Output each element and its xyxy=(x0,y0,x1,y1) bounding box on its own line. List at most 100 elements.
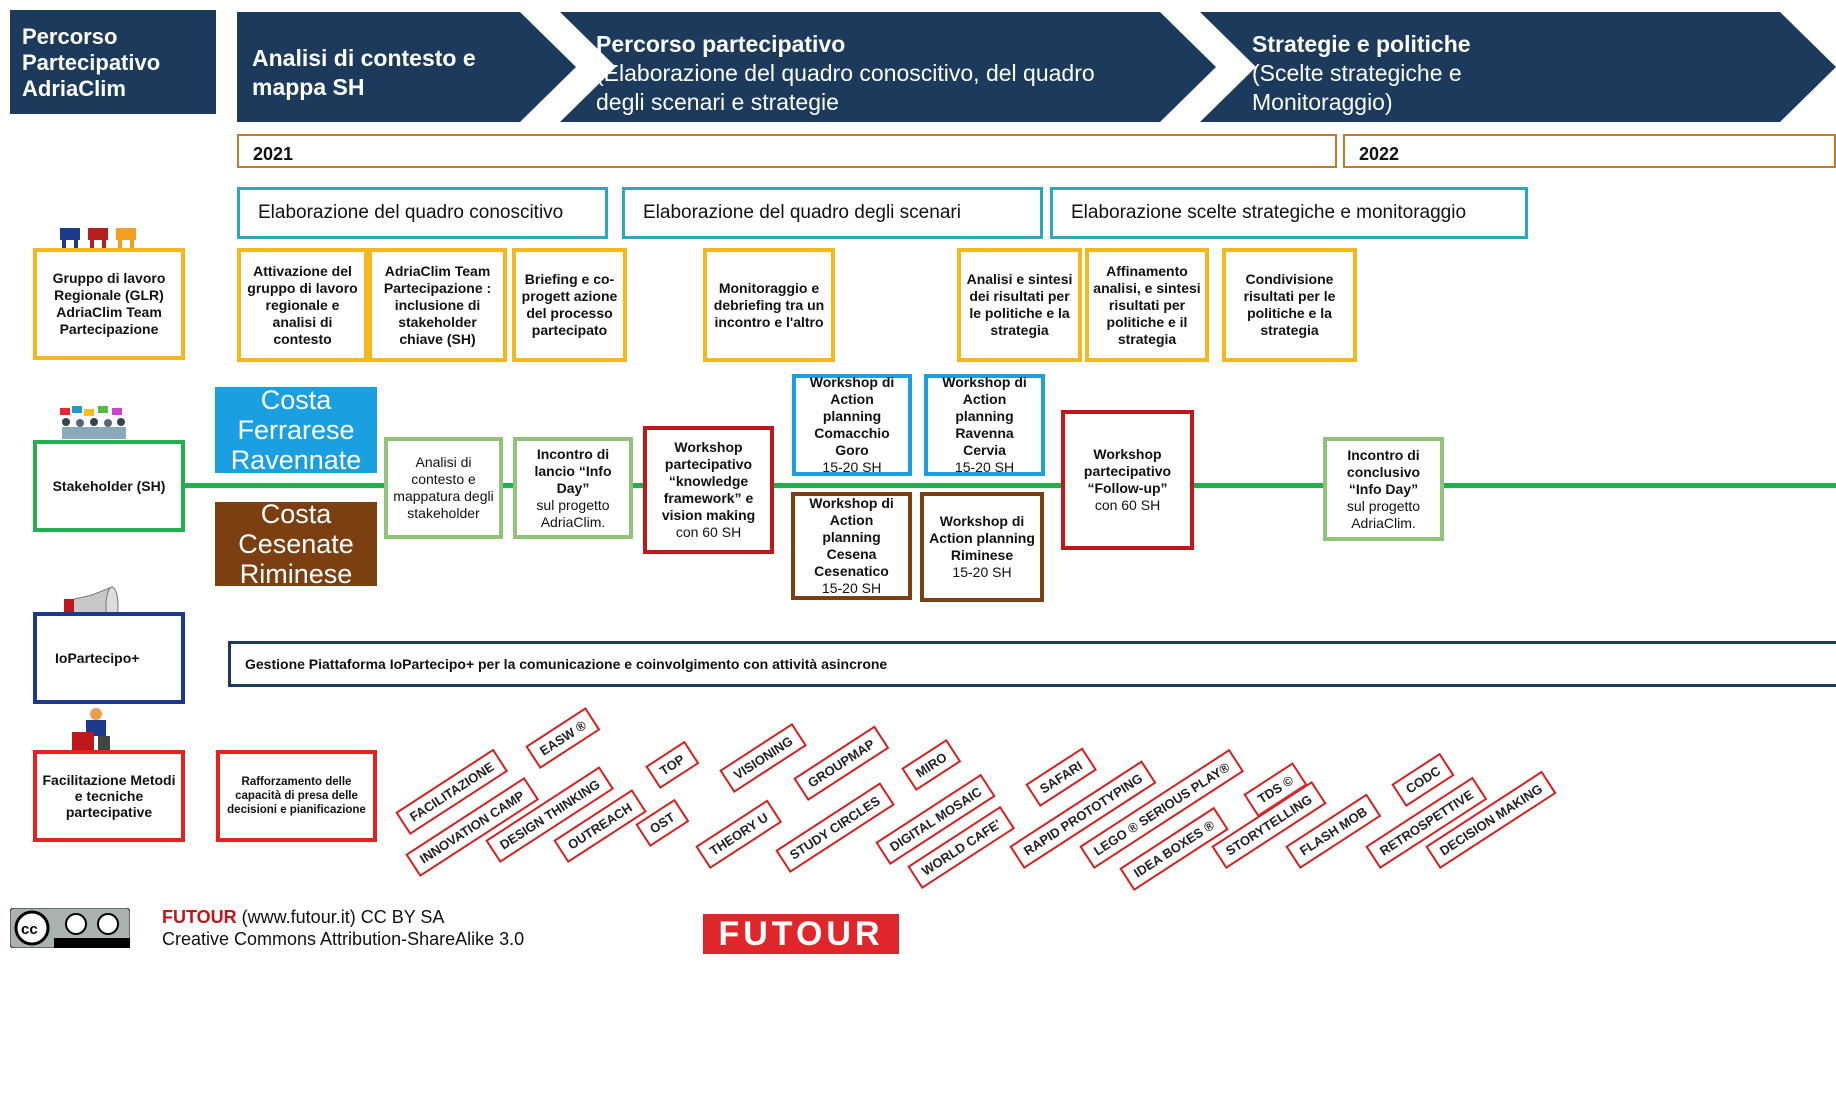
arrow-strategie xyxy=(1200,12,1836,122)
glr-step-6-text: Affinamento analisi, e sintesi risultati… xyxy=(1093,262,1201,347)
header-percorso-title: Percorso partecipativo xyxy=(596,31,846,57)
chairs-icon xyxy=(60,228,136,250)
sh-ws-rimini-note: 15-20 SH xyxy=(952,564,1012,580)
glr-step-1: Attivazione del gruppo di lavoro regiona… xyxy=(237,248,368,362)
header-percorso-subtitle: (Elaborazione del quadro conoscitivo, de… xyxy=(596,60,1095,115)
sh-timeline-end xyxy=(1440,483,1836,488)
sh-analisi-text: Analisi di contesto e mappatura degli st… xyxy=(393,454,494,521)
facilitator-icon xyxy=(72,708,110,750)
sh-ws-ravenna-note: 15-20 SH xyxy=(954,459,1015,475)
sh-ws-knowledge: Workshop partecipativo “knowledge framew… xyxy=(643,426,774,554)
sh-conclusivo: Incontro di conclusivo “Info Day” sul pr… xyxy=(1323,437,1444,541)
footer-license: (www.futour.it) CC BY SA xyxy=(236,907,445,927)
arrow-percorso xyxy=(560,12,1216,122)
sh-ws-cesena-note: 15-20 SH xyxy=(821,580,882,596)
header-strategie-title: Strategie e politiche xyxy=(1252,31,1471,57)
fac-box-text: Rafforzamento delle capacità di presa de… xyxy=(227,776,366,816)
header-analisi: Analisi di contesto e mappa SH xyxy=(252,44,512,102)
iop-bar-text: Gestione Piattaforma IoPartecipo+ per la… xyxy=(245,656,888,672)
sh-ws-rimini: Workshop di Action planning Riminese 15-… xyxy=(920,492,1044,602)
tag-miro: MIRO xyxy=(901,738,962,791)
row-glr-label: Gruppo di lavoro Regionale (GLR) AdriaCl… xyxy=(52,270,166,337)
row-sh-label: Stakeholder (SH) xyxy=(52,478,166,494)
title-box: Percorso Partecipativo AdriaClim xyxy=(10,10,216,114)
sh-ws-comacchio-title: Workshop di Action planning Comacchio Go… xyxy=(809,374,895,458)
row-glr: Gruppo di lavoro Regionale (GLR) AdriaCl… xyxy=(33,248,185,360)
fac-box: Rafforzamento delle capacità di presa de… xyxy=(216,750,377,842)
header-percorso: Percorso partecipativo (Elaborazione del… xyxy=(596,30,1136,117)
header-strategie-subtitle: (Scelte strategiche e Monitoraggio) xyxy=(1252,60,1462,115)
row-fac: Facilitazione Metodi e tecniche partecip… xyxy=(33,750,185,842)
region-ferrarese: Costa Ferrarese Ravennate xyxy=(215,385,377,475)
tag-safari-label: SAFARI xyxy=(1036,757,1086,797)
glr-step-5-text: Analisi e sintesi dei risultati per le p… xyxy=(966,271,1073,338)
tag-top: TOP xyxy=(645,741,699,789)
sh-ws-cesena-title: Workshop di Action planning Cesena Cesen… xyxy=(809,495,894,579)
sh-ws-followup-title: Workshop partecipativo “Follow-up” xyxy=(1083,446,1172,496)
glr-step-6: Affinamento analisi, e sintesi risultati… xyxy=(1085,248,1209,362)
year-2022-label: 2022 xyxy=(1359,144,1400,164)
region-cesenate: Costa Cesenate Riminese xyxy=(215,499,377,589)
sh-ws-knowledge-title: Workshop partecipativo “knowledge framew… xyxy=(661,439,756,523)
year-2021-label: 2021 xyxy=(253,144,294,164)
sh-ws-followup: Workshop partecipativo “Follow-up” con 6… xyxy=(1061,410,1194,550)
sh-ws-knowledge-note: con 60 SH xyxy=(675,524,742,540)
glr-step-2: AdriaClim Team Partecipazione : inclusio… xyxy=(368,248,507,362)
glr-step-2-text: AdriaClim Team Partecipazione : inclusio… xyxy=(383,262,492,347)
svg-text:cc: cc xyxy=(21,921,38,938)
sh-ws-followup-note: con 60 SH xyxy=(1094,497,1161,513)
tag-groupmap-label: GROUPMAP xyxy=(804,736,878,791)
tag-ost-label: OST xyxy=(646,809,678,837)
tag-easw-label: EASW ® xyxy=(536,717,589,759)
row-sh: Stakeholder (SH) xyxy=(33,440,185,532)
tag-study-circles: STUDY CIRCLES xyxy=(775,782,895,873)
tag-miro-label: MIRO xyxy=(912,749,950,781)
tag-visioning-label: VISIONING xyxy=(730,733,796,783)
tag-study-circles-label: STUDY CIRCLES xyxy=(786,793,883,863)
glr-step-4-text: Monitoraggio e debriefing tra un incontr… xyxy=(713,279,825,330)
row-iop: IoPartecipo+ xyxy=(33,612,185,704)
phase-scenari: Elaborazione del quadro degli scenari xyxy=(622,187,1043,239)
year-2022: 2022 xyxy=(1343,134,1836,168)
phase-strategie-label: Elaborazione scelte strategiche e monito… xyxy=(1071,202,1467,223)
sh-lancio-title: Incontro di lancio “Info Day” xyxy=(534,445,612,496)
glr-step-5: Analisi e sintesi dei risultati per le p… xyxy=(957,248,1082,362)
region-cesenate-label: Costa Cesenate Riminese xyxy=(238,499,354,589)
sh-ws-comacchio-note: 15-20 SH xyxy=(822,459,882,475)
header-strategie: Strategie e politiche (Scelte strategich… xyxy=(1252,30,1552,117)
sh-ws-ravenna-title: Workshop di Action planning Ravenna Cerv… xyxy=(942,374,1027,458)
sh-ws-cesena: Workshop di Action planning Cesena Cesen… xyxy=(791,492,912,600)
footer-line2: Creative Commons Attribution-ShareAlike … xyxy=(162,929,525,949)
futour-logo: FUTOUR xyxy=(703,914,899,954)
futour-logo-text: FUTOUR xyxy=(718,914,884,953)
phase-conoscitivo: Elaborazione del quadro conoscitivo xyxy=(237,187,608,239)
sh-lancio: Incontro di lancio “Info Day” sul proget… xyxy=(513,437,633,539)
header-analisi-title: Analisi di contesto e mappa SH xyxy=(252,45,476,100)
arrow-analisi xyxy=(237,12,576,122)
people-icon xyxy=(60,406,126,439)
glr-step-3-text: Briefing e co-progett azione del process… xyxy=(521,271,618,338)
tag-theory-u-label: THEORY U xyxy=(706,809,771,859)
glr-step-3: Briefing e co-progett azione del process… xyxy=(512,248,627,362)
tag-easw: EASW ® xyxy=(525,707,601,769)
region-ferrarese-label: Costa Ferrarese Ravennate xyxy=(230,385,362,475)
glr-step-1-text: Attivazione del gruppo di lavoro regiona… xyxy=(247,262,358,347)
footer-brand: FUTOUR xyxy=(162,907,237,927)
glr-step-7-text: Condivisione risultati per le politiche … xyxy=(1243,271,1336,338)
sh-ws-ravenna: Workshop di Action planning Ravenna Cerv… xyxy=(924,374,1045,476)
tag-top-label: TOP xyxy=(656,751,688,779)
footer-credit: FUTOUR (www.futour.it) CC BY SA Creative… xyxy=(162,906,524,950)
tag-visioning: VISIONING xyxy=(719,722,808,793)
row-iop-label: IoPartecipo+ xyxy=(55,650,140,666)
phase-scenari-label: Elaborazione del quadro degli scenari xyxy=(643,202,961,223)
glr-step-4: Monitoraggio e debriefing tra un incontr… xyxy=(703,248,835,362)
row-fac-label: Facilitazione Metodi e tecniche partecip… xyxy=(42,772,176,820)
iop-bar: Gestione Piattaforma IoPartecipo+ per la… xyxy=(228,641,1836,687)
year-2021: 2021 xyxy=(237,134,1337,168)
footer-line1: FUTOUR (www.futour.it) CC BY SA xyxy=(162,906,524,928)
title-text: Percorso Partecipativo AdriaClim xyxy=(22,24,161,101)
glr-step-7: Condivisione risultati per le politiche … xyxy=(1222,248,1357,362)
phase-strategie: Elaborazione scelte strategiche e monito… xyxy=(1050,187,1528,239)
tag-theory-u: THEORY U xyxy=(695,799,783,869)
header-arrows xyxy=(237,12,1836,122)
